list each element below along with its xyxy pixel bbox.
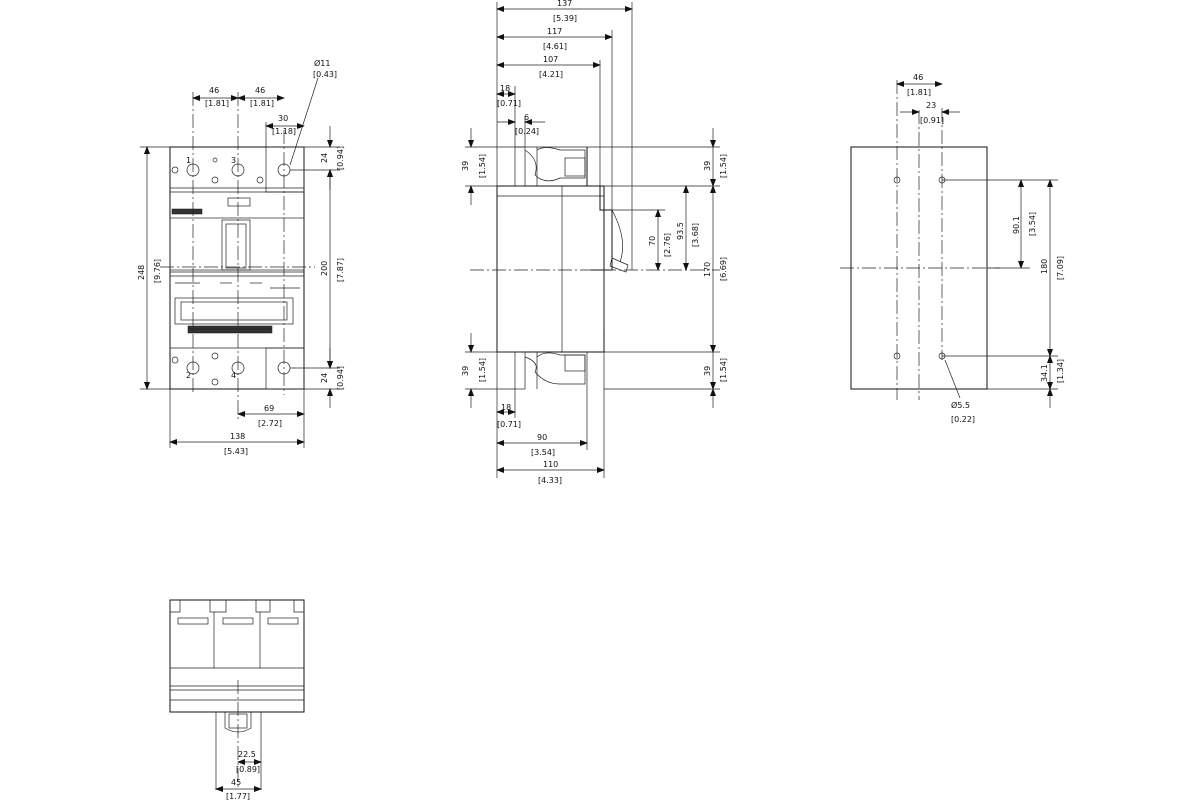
dim-small-step-in: [0.24] [515, 127, 539, 136]
side-handle [609, 257, 629, 273]
dim-bottom-term: 18 [501, 403, 511, 412]
dim-handle-travel-in: [3.68] [691, 223, 700, 247]
front-view: 1 3 2 4 46 [1.81] 46 [1.81] 30 [1.18] Ø1… [137, 58, 345, 456]
dim-terminal-depth-in: [0.71] [497, 99, 521, 108]
dim-half-width-in: [2.72] [258, 419, 282, 428]
dim-handle-depth: 117 [547, 27, 562, 36]
dim-body-h-in: [6.69] [719, 257, 728, 281]
dim-half-pitch-in: [0.91] [920, 116, 944, 125]
dim-hole-dia: Ø11 [314, 58, 330, 68]
trip-unit [174, 297, 294, 325]
dim-bottom-terminal-in: [0.94] [336, 366, 345, 390]
dim-small-step: 6 [524, 113, 529, 122]
dim-cover-depth-in: [4.21] [539, 70, 563, 79]
pole-mark-4: 4 [231, 371, 236, 380]
mount-hole-1 [893, 176, 901, 184]
dim-mount-hole-dia: Ø5.5 [951, 400, 970, 410]
dim-bottom-block: 39 [461, 366, 470, 376]
dim-overall: 137 [557, 0, 572, 8]
dim-edge-offset: 34.1 [1040, 364, 1049, 382]
mounting-view: 46 [1.81] 23 [0.91] 90.1 [3.54] 180 [7.0… [840, 73, 1065, 424]
dim-hole-pitch: 46 [913, 73, 923, 82]
bottom-body-outline [169, 599, 305, 713]
dim-cover-depth: 107 [543, 55, 558, 64]
dim-pole-pitch-2-in: [1.81] [250, 99, 274, 108]
dim-top-terminal: 24 [320, 153, 329, 163]
dim-base-depth: 90 [537, 433, 547, 442]
dim-top-block-right-in: [1.54] [719, 154, 728, 178]
side-body-outline [496, 185, 605, 353]
dim-top-block: 39 [461, 161, 470, 171]
dim-bottom-full-in: [1.77] [226, 792, 250, 800]
dim-half-height-in: [3.54] [1028, 212, 1037, 236]
dim-bottom-half-in: [0.89] [236, 765, 260, 774]
pole-mark-1: 1 [186, 156, 191, 165]
dim-pole-pitch-2: 46 [255, 86, 265, 95]
dim-terminal-depth: 18 [500, 84, 510, 93]
dim-mount-hole-dia-in: [0.22] [951, 415, 975, 424]
dim-bottom-block-in: [1.54] [478, 358, 487, 382]
dim-bottom-full: 45 [231, 778, 241, 787]
dim-pole-pitch-1: 46 [209, 86, 219, 95]
dim-hole-span: 180 [1040, 259, 1049, 274]
dim-half-height: 90.1 [1012, 216, 1021, 234]
dim-hole-dia-in: [0.43] [313, 70, 337, 79]
dim-top-block-in: [1.54] [478, 154, 487, 178]
dim-bottom-term-in: [0.71] [497, 420, 521, 429]
dim-bottom-block-right: 39 [703, 366, 712, 376]
pole-mark-2: 2 [186, 371, 191, 380]
dim-width-in: [5.43] [224, 447, 248, 456]
dim-bottom-terminal: 24 [320, 373, 329, 383]
dim-terminal-offset: 30 [278, 114, 288, 123]
dim-top-terminal-in: [0.94] [336, 146, 345, 170]
dim-height: 248 [137, 265, 146, 280]
dim-terminal-span-in: [7.87] [336, 258, 345, 282]
dim-body-h: 170 [703, 262, 712, 277]
mount-hole-3 [893, 352, 901, 360]
dim-hole-pitch-in: [1.81] [907, 88, 931, 97]
dim-handle-h: 70 [648, 236, 657, 246]
dim-handle-h-in: [2.76] [663, 233, 672, 257]
dim-top-block-right: 39 [703, 161, 712, 171]
dim-width: 138 [230, 432, 245, 441]
pole-mark-3: 3 [231, 156, 236, 165]
dim-bottom-half: 22.5 [238, 750, 256, 759]
dim-overall-in: [5.39] [553, 14, 577, 23]
side-view: 137 [5.39] 117 [4.61] 107 [4.21] 18 [0.7… [461, 0, 728, 485]
dim-pole-pitch-1-in: [1.81] [205, 99, 229, 108]
dim-edge-offset-in: [1.34] [1056, 359, 1065, 383]
dim-total-depth: 110 [543, 460, 558, 469]
dim-terminal-offset-in: [1.18] [272, 127, 296, 136]
dim-half-pitch: 23 [926, 101, 936, 110]
dim-hole-span-in: [7.09] [1056, 256, 1065, 280]
dim-terminal-span: 200 [320, 261, 329, 276]
bottom-view: 22.5 [0.89] 45 [1.77] [169, 599, 305, 800]
dim-base-depth-in: [3.54] [531, 448, 555, 457]
dim-height-in: [9.76] [153, 259, 162, 283]
dim-total-depth-in: [4.33] [538, 476, 562, 485]
operating-handle [221, 219, 251, 271]
dim-handle-depth-in: [4.61] [543, 42, 567, 51]
dim-half-width: 69 [264, 404, 274, 413]
dim-bottom-block-right-in: [1.54] [719, 358, 728, 382]
dim-handle-travel: 93.5 [676, 222, 685, 240]
